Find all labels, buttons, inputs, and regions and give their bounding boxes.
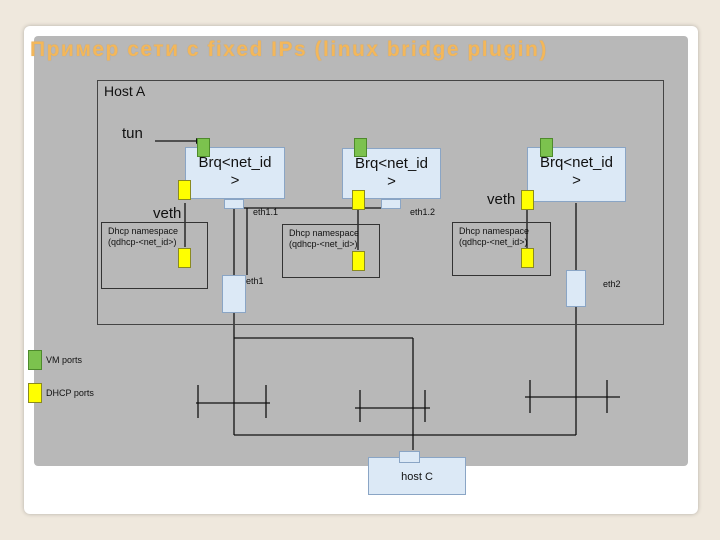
namespace-1-title: Dhcp namespace [108, 226, 179, 236]
dhcp-port-3b [521, 248, 534, 268]
bridge-3-label: Brq<net_id [540, 154, 613, 171]
dhcp-port-3a [521, 190, 534, 210]
dhcp-namespace-1: Dhcp namespace (qdhcp-<net_id>) [101, 222, 208, 289]
bridge-1-label-end: > [230, 172, 240, 189]
tun-label: tun [122, 125, 143, 142]
bridge-2-label: Brq<net_id [355, 155, 428, 172]
eth1-1-port [224, 199, 244, 209]
legend-vm-ports-label: VM ports [46, 355, 83, 365]
veth-label-2: veth [487, 191, 516, 208]
vm-port-2 [354, 138, 367, 157]
host-a-box [97, 80, 664, 325]
slide-title: Пример сети с fixed IPs (linux bridge pl… [30, 38, 548, 61]
legend-dhcp-port-swatch [28, 383, 42, 403]
bridge-3-label-end: > [572, 172, 581, 189]
eth1-interface [222, 275, 246, 313]
eth1-2-label: eth1.2 [410, 207, 436, 217]
dhcp-port-1a [178, 180, 191, 200]
host-c-box: host C [368, 457, 466, 495]
legend-dhcp-ports-label: DHCP ports [46, 388, 94, 398]
vm-port-3 [540, 138, 553, 157]
eth1-1-label: eth1.1 [253, 207, 279, 217]
namespace-2-title: Dhcp namespace [289, 228, 360, 238]
namespace-3-id: (qdhcp-<net_id>) [459, 237, 528, 247]
namespace-1-id: (qdhcp-<net_id>) [108, 237, 177, 247]
dhcp-namespace-2: Dhcp namespace (qdhcp-<net_id>) [282, 224, 380, 278]
eth1-label: eth1 [246, 276, 264, 286]
bridge-2-label-end: > [387, 173, 396, 190]
namespace-2-id: (qdhcp-<net_id>) [289, 239, 358, 249]
host-c-port [399, 451, 420, 463]
bridge-1-label: Brq<net_id [198, 154, 272, 171]
dhcp-port-2a [352, 190, 365, 210]
vm-port-1 [197, 138, 210, 157]
dhcp-port-1b [178, 248, 191, 268]
eth2-interface [566, 270, 586, 307]
legend-vm-port-swatch [28, 350, 42, 370]
veth-label-1: veth [153, 205, 182, 222]
namespace-3-title: Dhcp namespace [459, 226, 530, 236]
dhcp-namespace-3: Dhcp namespace (qdhcp-<net_id>) [452, 222, 551, 276]
eth2-label: eth2 [603, 279, 621, 289]
eth1-2-port [381, 199, 401, 209]
dhcp-port-2b [352, 251, 365, 271]
host-a-label: Host A [104, 83, 146, 99]
